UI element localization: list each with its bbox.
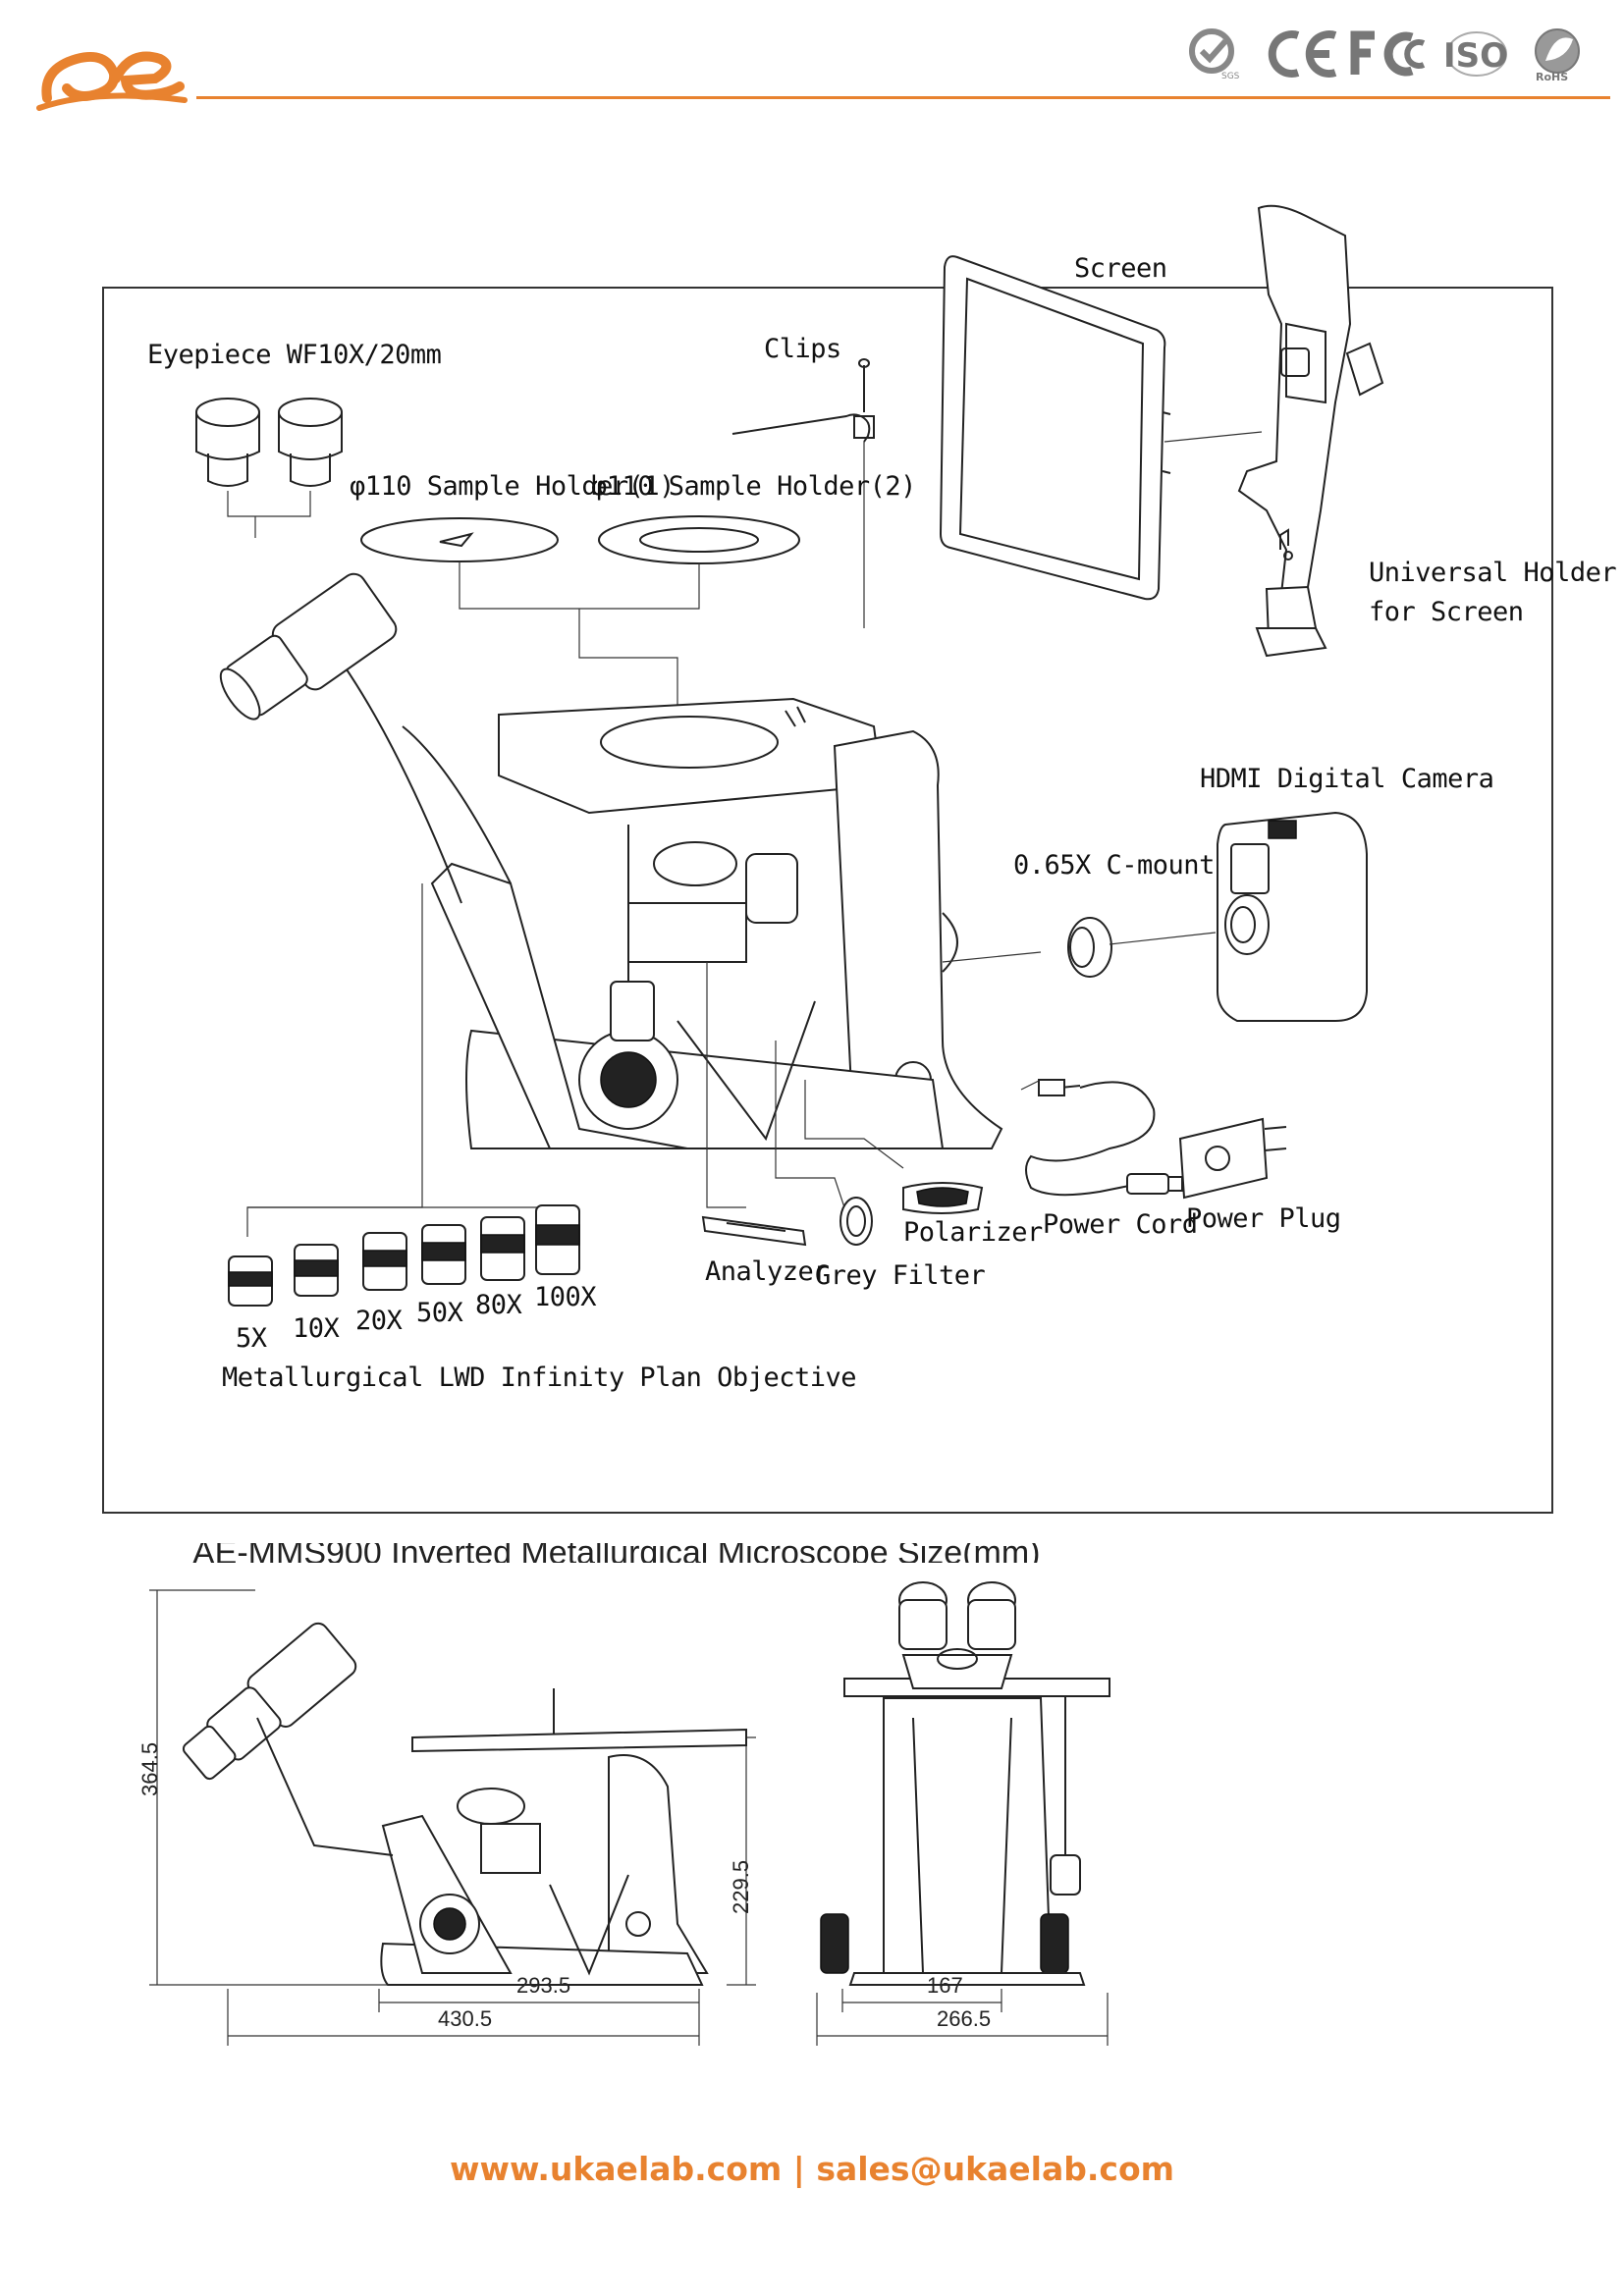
objectives-illustration xyxy=(228,1204,580,1307)
universal-holder-illustration xyxy=(1237,204,1384,658)
dim-side-width-total: 430.5 xyxy=(438,2006,493,2031)
svg-text:RoHS: RoHS xyxy=(1536,71,1568,83)
label-power-plug: Power Plug xyxy=(1186,1203,1341,1234)
label-polarizer: Polarizer xyxy=(903,1217,1043,1248)
size-section-caption: AE-MMS900 Inverted Metallurgical Microsc… xyxy=(192,1543,1076,1563)
power-plug-illustration xyxy=(1178,1117,1287,1200)
eyepiece-illustration xyxy=(195,398,343,538)
size-drawings xyxy=(149,1581,1110,2046)
objective-label-80x: 80X xyxy=(475,1290,522,1320)
clips-illustration xyxy=(731,358,875,628)
footer-contact[interactable]: www.ukaelab.com | sales@ukaelab.com xyxy=(449,2150,1175,2188)
size-caption-text: AE-MMS900 Inverted Metallurgical Microsc… xyxy=(192,1543,1041,1563)
dim-front-width-total: 266.5 xyxy=(937,2006,992,2031)
side-view-drawing xyxy=(149,1589,756,2046)
label-sample-holder-1: φ110 Sample Holder(1) xyxy=(350,471,675,502)
dim-side-height-total: 364.5 xyxy=(137,1741,162,1796)
svg-text:ISO: ISO xyxy=(1443,36,1508,76)
label-grey-filter: Grey Filter xyxy=(815,1260,986,1291)
objective-label-50x: 50X xyxy=(416,1298,463,1328)
dim-front-width-base: 167 xyxy=(927,1973,963,1998)
power-cord-illustration xyxy=(1025,1079,1183,1197)
parts-illustration xyxy=(195,204,1384,1307)
label-power-cord: Power Cord xyxy=(1043,1209,1198,1240)
dim-side-height-stage: 229.5 xyxy=(729,1859,753,1914)
ce-cert-icon xyxy=(1265,26,1345,82)
sample-holders-illustration xyxy=(360,515,800,717)
objective-label-5x: 5X xyxy=(236,1323,267,1354)
analyzer-illustration xyxy=(701,1215,807,1247)
grey-filter-illustration xyxy=(839,1197,873,1246)
objective-label-10x: 10X xyxy=(293,1313,340,1344)
label-analyzer: Analyzer xyxy=(705,1256,830,1287)
fcc-cert-icon xyxy=(1350,26,1432,82)
polarizer-illustration xyxy=(902,1182,984,1214)
objective-label-20x: 20X xyxy=(355,1306,403,1336)
company-logo xyxy=(36,29,194,116)
label-screen: Screen xyxy=(1074,253,1167,284)
label-eyepiece: Eyepiece WF10X/20mm xyxy=(147,340,442,370)
label-c-mount: 0.65X C-mount xyxy=(1013,850,1215,881)
microscope-body-illustration xyxy=(219,572,1042,1237)
label-universal-holder-line2: for Screen xyxy=(1369,597,1524,627)
parts-diagram-frame xyxy=(102,287,1553,1514)
label-hdmi-camera: HDMI Digital Camera xyxy=(1200,764,1494,794)
rohs-cert-icon: RoHS xyxy=(1526,26,1589,83)
label-universal-holder-line1: Universal Holder xyxy=(1369,558,1617,588)
sgs-cert-icon: SGS xyxy=(1186,26,1249,82)
objective-label-100x: 100X xyxy=(534,1282,597,1312)
screen-illustration xyxy=(939,255,1171,601)
header-divider xyxy=(196,96,1610,99)
label-clips: Clips xyxy=(764,334,841,364)
c-mount-illustration xyxy=(942,917,1217,978)
label-sample-holder-2: φ110 Sample Holder(2) xyxy=(591,471,916,502)
dim-side-width-base: 293.5 xyxy=(516,1973,571,1998)
svg-text:SGS: SGS xyxy=(1221,72,1240,81)
iso-cert-icon: ISO xyxy=(1439,26,1514,82)
hdmi-camera-illustration xyxy=(1217,811,1368,1022)
front-view-drawing xyxy=(816,1581,1110,2046)
label-objectives-caption: Metallurgical LWD Infinity Plan Objectiv… xyxy=(222,1362,856,1393)
